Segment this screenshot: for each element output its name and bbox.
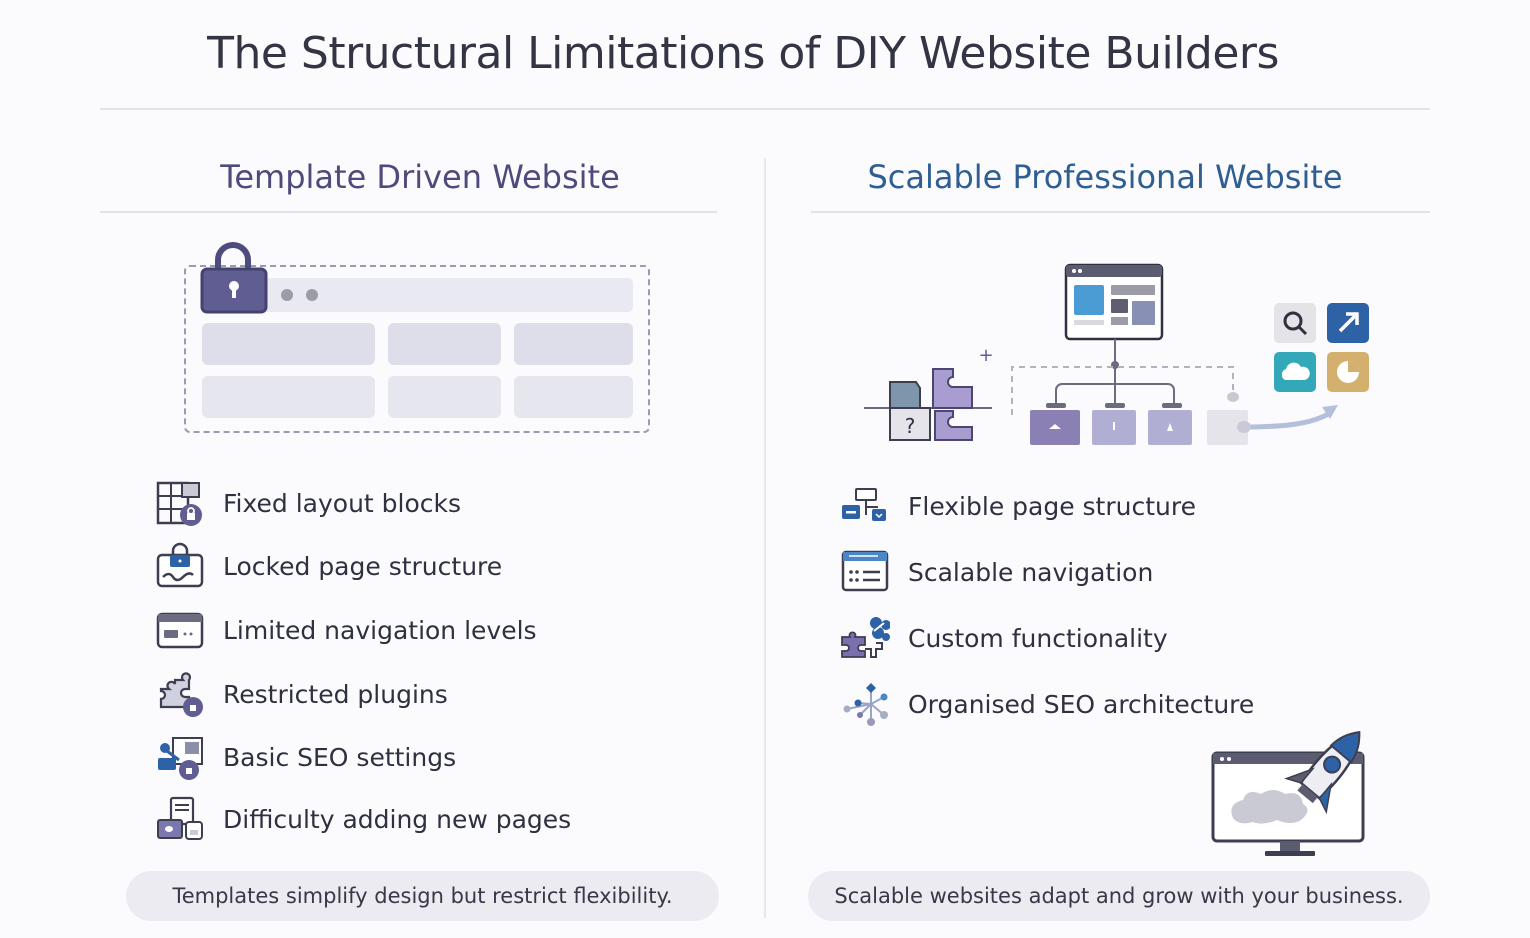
feature-label: Locked page structure [223, 551, 503, 581]
feature-item: Limited navigation levels [155, 605, 571, 655]
feature-label: Difficulty adding new pages [223, 804, 572, 834]
feature-item: Flexible page structure [840, 481, 1254, 531]
sitemap-hierarchy-illustration: ? + [864, 263, 1369, 445]
feature-label: Restricted plugins [223, 679, 448, 709]
hierarchy-icon [842, 488, 886, 521]
feature-item: Scalable navigation [840, 547, 1254, 597]
puzzle-lock-icon [159, 672, 203, 717]
wireframe-header-bar [240, 278, 633, 312]
growth-arrow-tile-icon [1327, 303, 1369, 343]
wireframe-block [388, 376, 501, 418]
wireframe-dot [306, 289, 318, 301]
feature-item: Restricted plugins [155, 669, 571, 719]
wireframe-block [514, 323, 633, 365]
left-summary-pill: Templates simplify design but restrict f… [126, 871, 719, 921]
browser-window-icon [1064, 263, 1164, 341]
feature-label: Fixed layout blocks [223, 488, 462, 518]
seo-lock-icon [158, 737, 203, 780]
puzzle-icon [841, 617, 890, 658]
wireframe-block [202, 323, 375, 365]
title-divider [100, 108, 1430, 110]
padlock-icon [200, 242, 268, 314]
right-column-heading: Scalable Professional Website [867, 158, 1343, 196]
browser-nav-icon [156, 612, 204, 649]
search-tile-icon [1274, 303, 1316, 343]
wireframe-block [202, 376, 375, 418]
right-heading-divider [811, 211, 1430, 213]
feature-label: Scalable navigation [908, 557, 1154, 587]
pages-icon [157, 796, 203, 840]
feature-label: Flexible page structure [908, 491, 1196, 521]
feature-item: Organised SEO architecture [840, 679, 1254, 729]
feature-label: Basic SEO settings [223, 742, 457, 772]
grid-lock-icon [156, 481, 202, 526]
page-title: The Structural Limitations of DIY Websit… [207, 28, 1279, 79]
left-column-heading: Template Driven Website [220, 158, 620, 196]
feature-item: Custom functionality [840, 613, 1254, 663]
feature-label: Limited navigation levels [223, 615, 537, 645]
svg-text:?: ? [905, 414, 916, 438]
sitemap-node [1207, 410, 1248, 445]
network-icon [843, 683, 888, 726]
feature-item: Fixed layout blocks [155, 478, 571, 528]
rocket-monitor-icon [1211, 730, 1365, 856]
feature-item: Difficulty adding new pages [155, 794, 571, 844]
wireframe-dot [281, 289, 293, 301]
column-divider [764, 158, 766, 918]
cloud-tile-icon [1274, 352, 1316, 392]
feature-item: Basic SEO settings [155, 732, 571, 782]
dashed-frame [184, 265, 650, 433]
left-feature-list: Fixed layout blocks Locked page structur… [155, 478, 571, 844]
feature-label: Custom functionality [908, 623, 1168, 653]
left-heading-divider [100, 211, 717, 213]
nav-list-icon [841, 550, 889, 592]
puzzle-pieces-icon: ? + [864, 345, 994, 441]
right-feature-list: Flexible page structure Scalable navigat… [840, 481, 1254, 729]
feature-item: Locked page structure [155, 541, 571, 591]
right-summary-pill: Scalable websites adapt and grow with yo… [808, 871, 1430, 921]
svg-text:+: + [978, 345, 993, 366]
wireframe-block [388, 323, 501, 365]
feature-label: Organised SEO architecture [908, 689, 1255, 719]
pie-chart-tile-icon [1327, 352, 1369, 392]
locked-structure-icon [156, 542, 204, 588]
wireframe-block [514, 376, 633, 418]
